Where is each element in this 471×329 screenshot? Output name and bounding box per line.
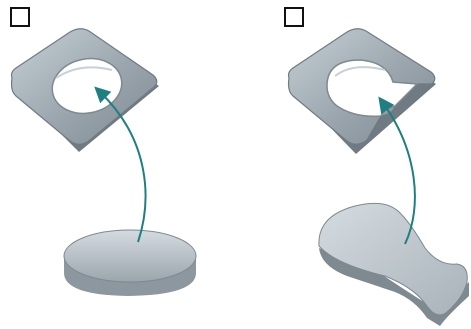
keyhole-seat-illustration: [235, 0, 471, 329]
square-seat-plate-keyhole: [288, 29, 436, 154]
square-seat-plate: [12, 29, 160, 152]
option-keyhole[interactable]: [235, 0, 471, 329]
oval-plug: [64, 230, 196, 296]
round-hole-seat-illustration: [0, 0, 235, 329]
option-round-hole[interactable]: [0, 0, 235, 329]
paddle-plug: [319, 203, 469, 326]
